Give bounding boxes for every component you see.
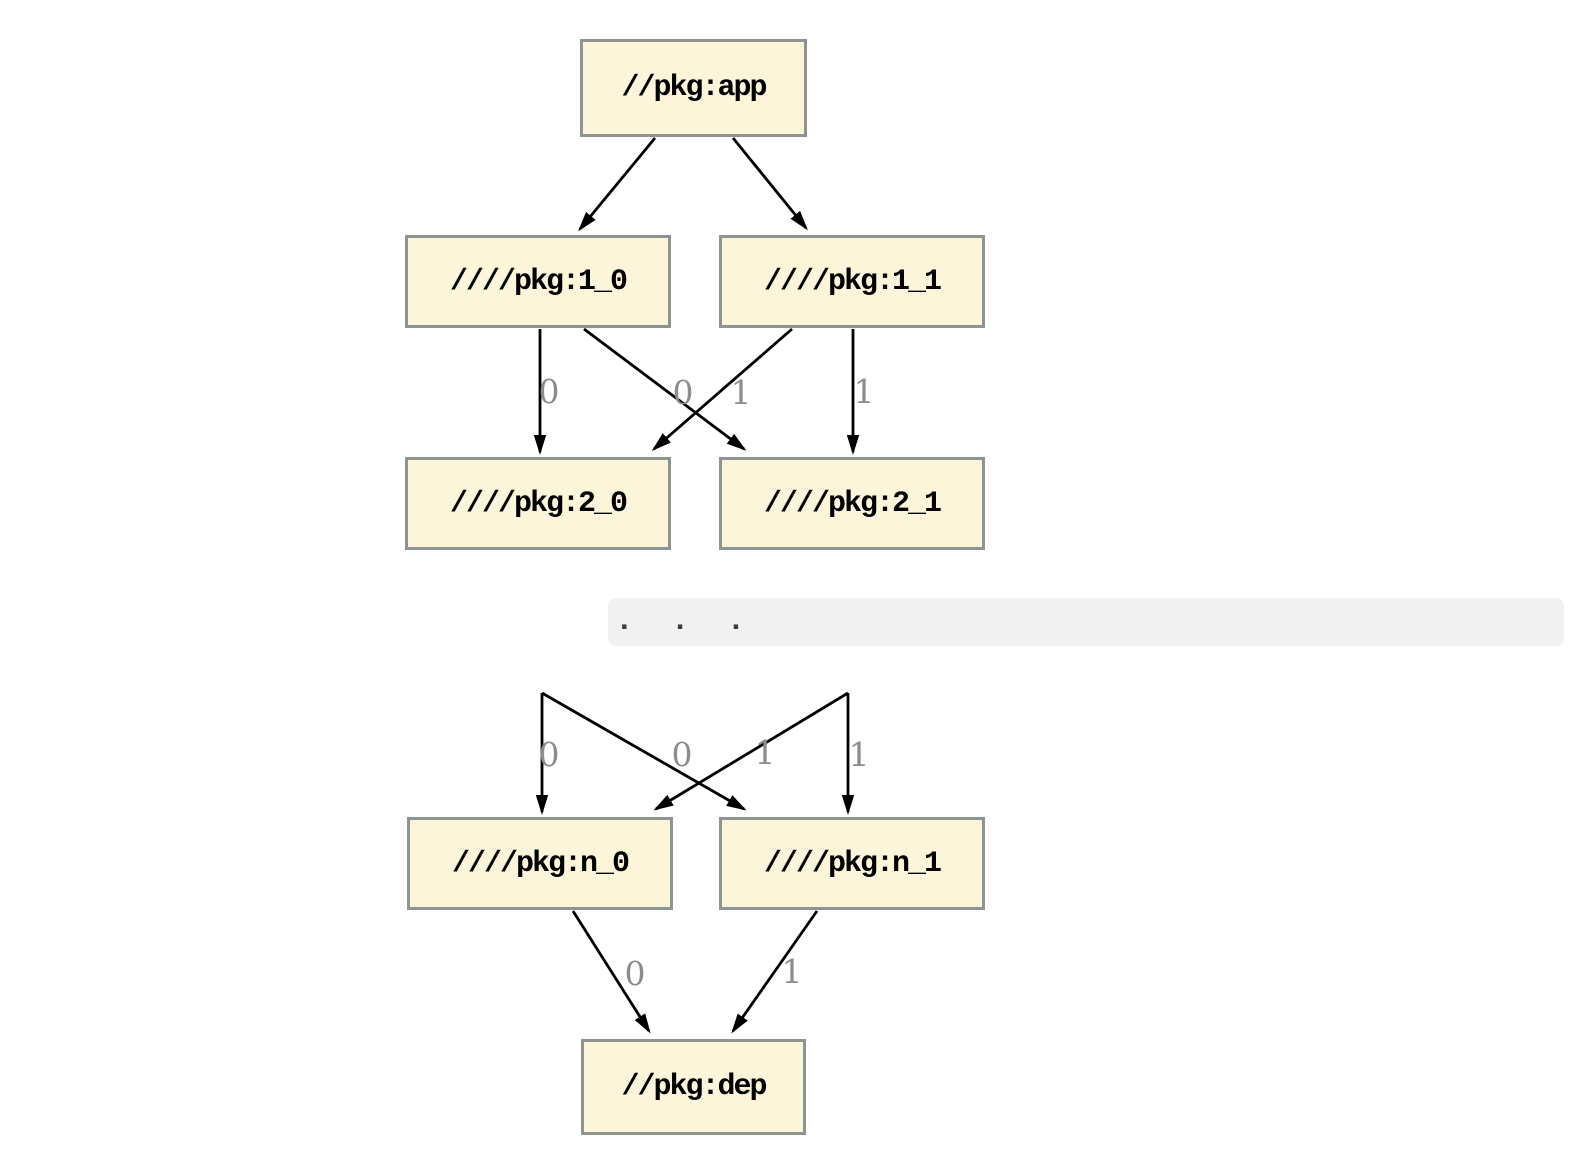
edge-label: 0	[539, 372, 560, 411]
node-pkg-n_1: ////pkg:n_1	[719, 817, 985, 910]
node-pkg-2_0: ////pkg:2_0	[405, 457, 671, 550]
node-label: ////pkg:1_0	[449, 264, 628, 299]
node-pkg-dep: //pkg:dep	[581, 1039, 806, 1135]
edge-label: 0	[625, 954, 646, 993]
node-pkg-2_1: ////pkg:2_1	[719, 457, 985, 550]
edge-n_0-to-dep	[571, 910, 651, 1034]
node-label: //pkg:dep	[621, 1070, 767, 1104]
edge-app-to-1_1	[731, 137, 808, 231]
node-label: ////pkg:n_0	[451, 846, 630, 881]
edge-n_1-to-dep	[731, 910, 819, 1034]
edge-label: 0	[673, 373, 694, 412]
edge-1_0-to-2_1	[583, 327, 747, 451]
edge-label: 1	[731, 373, 752, 412]
node-label: ////pkg:1_1	[763, 264, 942, 299]
edge-1_1-to-2_0	[651, 327, 793, 451]
node-label: ////pkg:2_1	[763, 486, 942, 521]
edge-prev-to-n_0-cross	[653, 691, 849, 811]
node-pkg-1_0: ////pkg:1_0	[405, 235, 671, 328]
ellipsis-separator: . . .	[608, 598, 1564, 646]
node-label: //pkg:app	[621, 71, 767, 105]
edge-label: 0	[672, 735, 693, 774]
edge-label: 0	[539, 735, 560, 774]
edge-label: 1	[854, 372, 875, 411]
edge-label: 1	[782, 952, 803, 991]
node-pkg-1_1: ////pkg:1_1	[719, 235, 985, 328]
node-label: ////pkg:n_1	[763, 846, 942, 881]
node-label: ////pkg:2_0	[449, 486, 628, 521]
edge-label: 1	[755, 733, 776, 772]
edge-app-to-1_0	[578, 137, 657, 232]
edge-prev-to-n_1-cross	[541, 691, 747, 811]
node-pkg-app: //pkg:app	[580, 39, 807, 137]
edge-label: 1	[849, 735, 870, 774]
ellipsis-dots: . . .	[615, 604, 746, 639]
node-pkg-n_0: ////pkg:n_0	[407, 817, 673, 910]
